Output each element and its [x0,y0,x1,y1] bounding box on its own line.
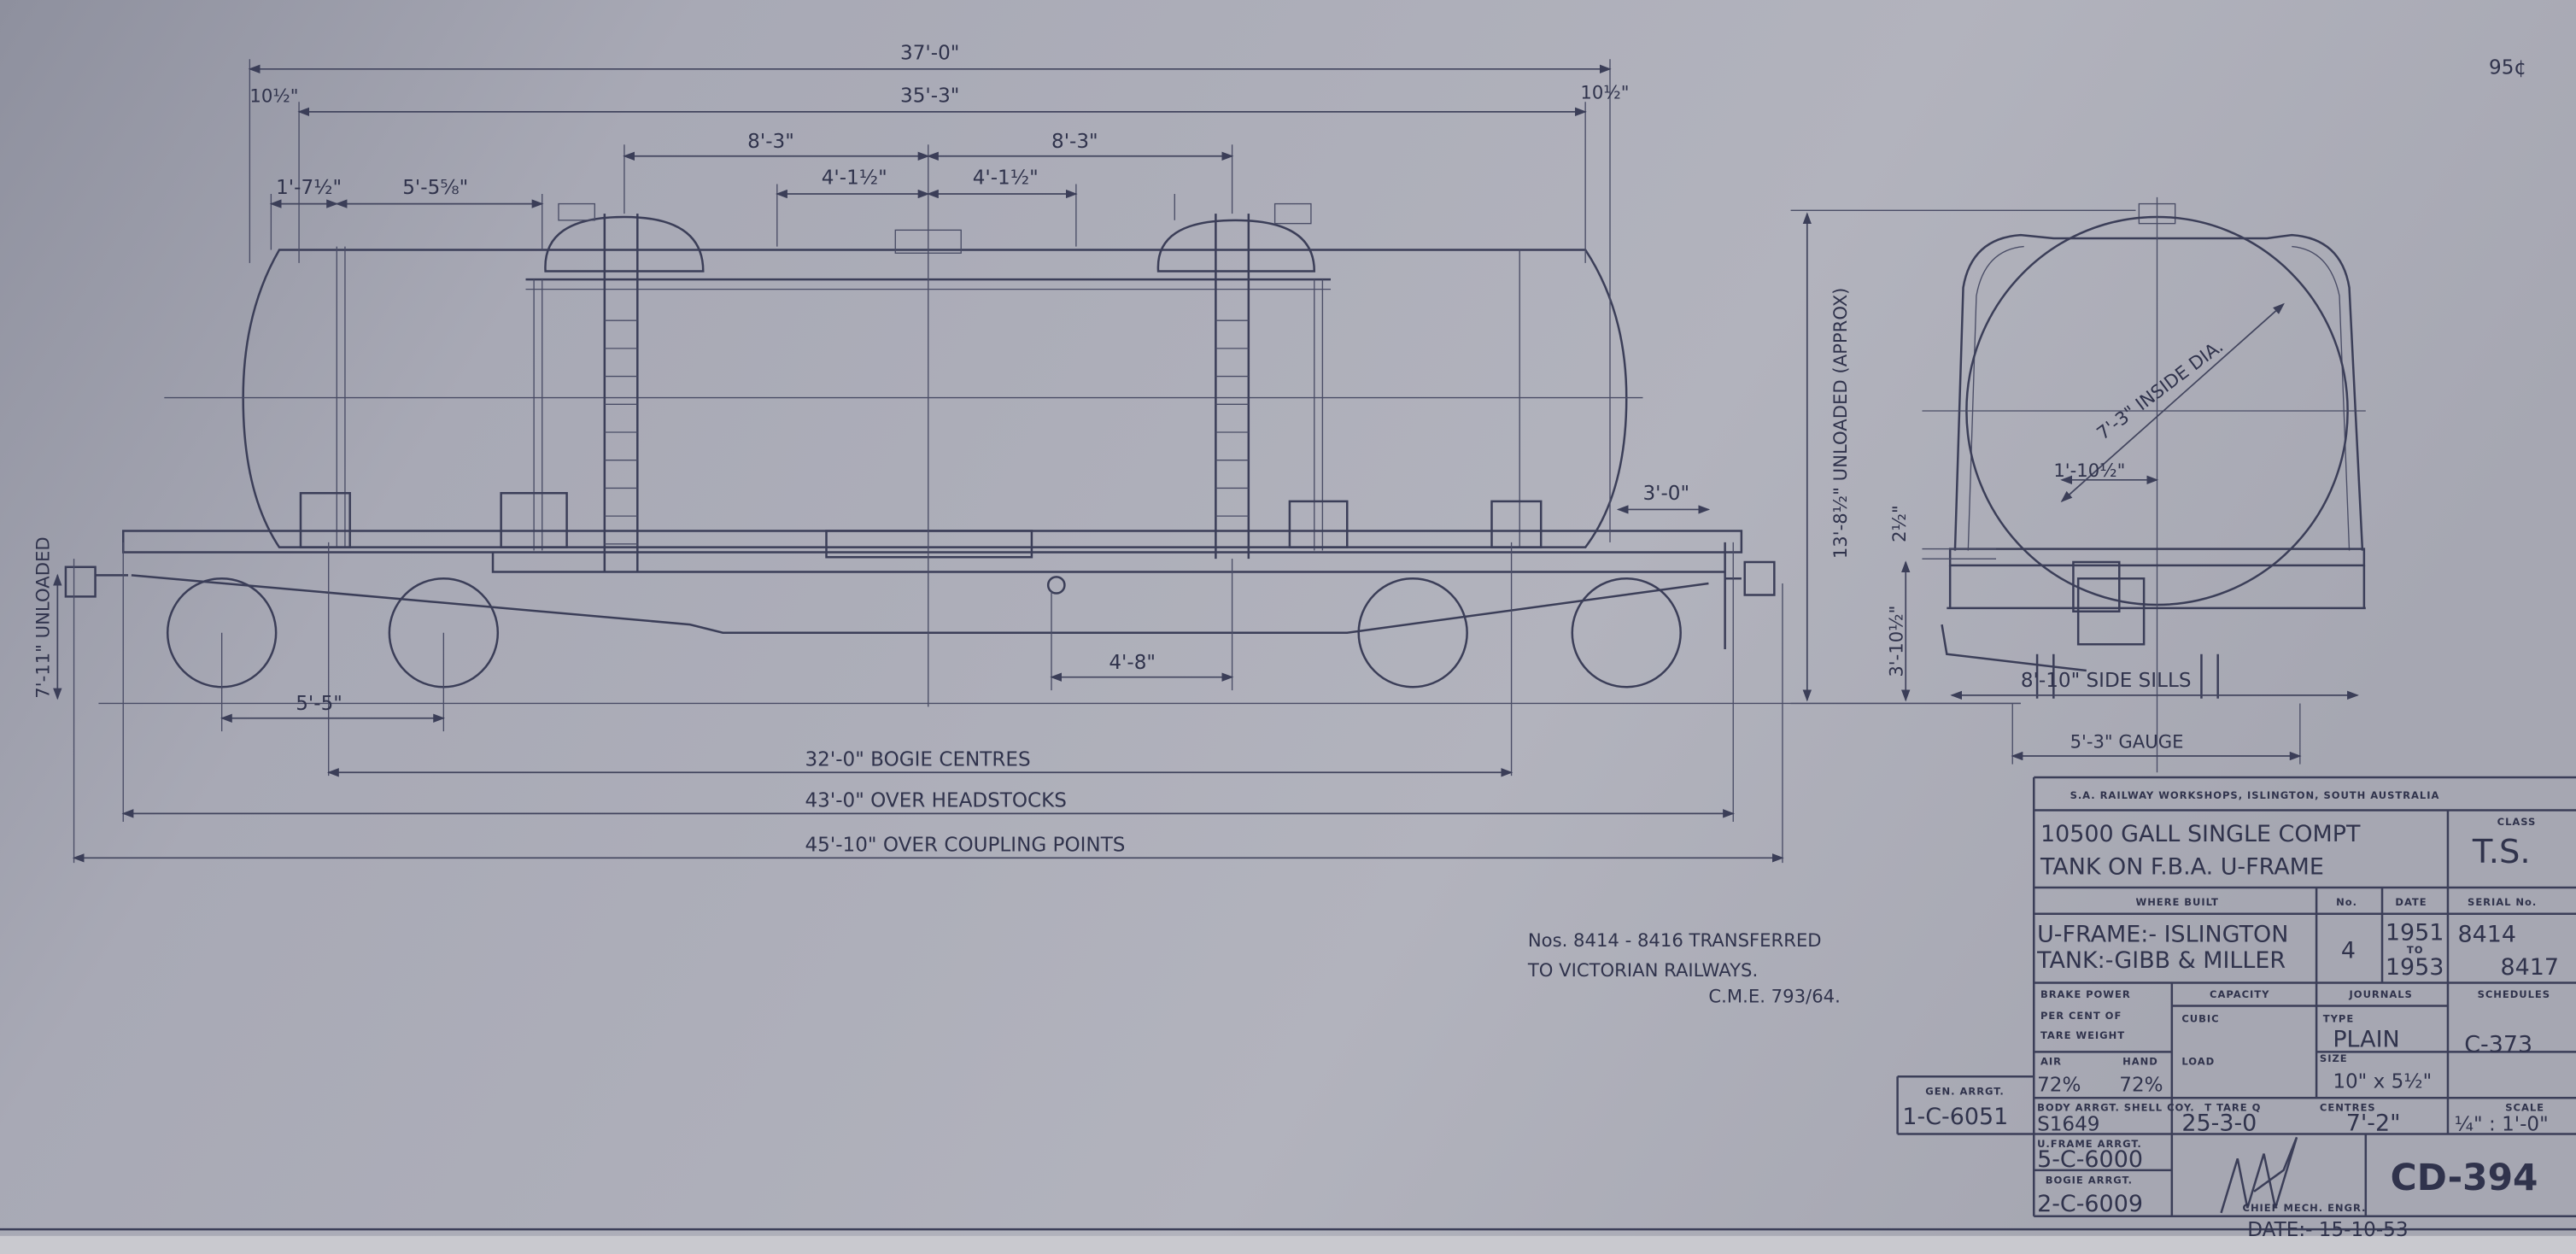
drawing-label: JOURNALS [2349,988,2413,1000]
dim-bogie-centres: 32'-0" BOGIE CENTRES [805,749,1031,771]
where-built-tank: TANK:-GIBB & MILLER [2036,947,2286,974]
drawing-label: C.M.E. 793/64. [1708,986,1840,1007]
drawing-label: BOGIE ARRGT. [2046,1174,2133,1186]
drawing-label: T TARE Q [2204,1102,2261,1114]
drawing-label: CLASS [2497,816,2537,828]
wheel [1357,577,1468,689]
dim-centre-offset: 4'-8" [1109,652,1156,674]
dim-side-sills: 8'-10" SIDE SILLS [2021,670,2192,692]
drawing-label: SCALE [2505,1102,2544,1114]
where-built-uframe: U-FRAME:- ISLINGTON [2037,921,2288,947]
side-view: 37'-0" 35'-3" 10½" 10½" 8'-3" 8'-3" 4'-1… [32,42,2021,864]
sheet-mark: 95¢ [2489,57,2526,79]
drawing-label: TO VICTORIAN RAILWAYS. [1527,959,1758,981]
drawing-label: 1951 [2386,920,2444,946]
dim-over-coupling: 45'-10" OVER COUPLING POINTS [805,835,1126,857]
drawing-label: U.FRAME ARRGT. [2037,1138,2142,1150]
drawing-label: BODY ARRGT. SHELL COY. [2037,1102,2195,1114]
tare-value: 25-3-0 [2181,1110,2257,1137]
dim-band-2: 5'-5⅝" [402,177,468,199]
drawing-label: SERIAL No. [2468,896,2537,908]
drawing-date: DATE:- 15-10-53 [2247,1219,2408,1241]
dim-gauge: 5'-3" GAUGE [2070,730,2184,752]
dome-right [1156,219,1316,272]
title-block: S.A. RAILWAY WORKSHOPS, ISLINGTON, SOUTH… [1896,776,2576,1241]
drawing-label: CHIEF MECH. ENGR. [2243,1202,2367,1214]
dim-overall-tank: 37'-0" [900,42,959,64]
air-brake-value: 72% [2037,1075,2081,1097]
dim-tank-barrel: 35'-3" [900,85,959,107]
dim-clearance: 2½" [1888,505,1910,542]
drawing-label: BRAKE POWER [2040,988,2131,1000]
drawing-label: TARE WEIGHT [2040,1029,2125,1041]
dim-outlet-offset: 1'-10½" [2053,460,2125,481]
schedule-value: C-373 [2464,1031,2532,1058]
dim-dome-spacing-left: 8'-3" [747,131,794,153]
journal-type: PLAIN [2333,1027,2399,1053]
drawing-title-2: TANK ON F.B.A. U-FRAME [2040,854,2324,881]
drawing-label: CENTRES [2320,1102,2376,1114]
org-name: S.A. RAILWAY WORKSHOPS, ISLINGTON, SOUTH… [2070,789,2440,801]
drawing-label: CAPACITY [2210,988,2269,1000]
drawing-label: GEN. ARRGT. [1925,1085,2004,1097]
class-value: T.S. [2472,833,2531,871]
uframe-arrg-value: 5-C-6000 [2037,1146,2143,1173]
tank-barrel [242,249,1628,548]
centres-value: 7'-2" [2346,1110,2401,1137]
drawing-label: WHERE BUILT [2136,896,2219,908]
dim-step: 3'-0" [1642,483,1689,505]
hand-brake-value: 72% [2119,1075,2163,1097]
scale-value: ¼" : 1'-0" [2455,1114,2549,1136]
drawing-label: LOAD [2181,1056,2215,1068]
drawing-label: 8414 [2458,921,2517,947]
drawing-label: PER CENT OF [2040,1010,2122,1022]
wheel [1571,577,1682,689]
number-built: 4 [2341,938,2356,964]
dome-left [544,215,705,272]
dim-over-headstocks: 43'-0" OVER HEADSTOCKS [805,790,1067,812]
drawing-label: CUBIC [2181,1013,2219,1025]
bogie-arrg-value: 2-C-6009 [2037,1191,2143,1217]
drawing-number: CD-394 [2391,1157,2538,1198]
drawing-label: SIZE [2320,1052,2348,1064]
drawing-label: TO [2407,944,2424,956]
drawing-label: AIR [2040,1056,2062,1068]
body-arrg-value: S1649 [2037,1114,2099,1136]
drawing-label: 8417 [2501,954,2560,981]
ladder-left [603,214,639,572]
journal-size: 10" x 5½" [2333,1071,2432,1093]
drawing-label: No. [2336,896,2357,908]
dim-end-right: 10½" [1580,81,1629,103]
dim-fitting-right: 4'-1½" [973,167,1039,189]
drawing-label: TYPE [2323,1013,2354,1025]
drawing-label: HAND [2122,1056,2158,1068]
drawing-label: SCHEDULES [2478,988,2550,1000]
ladder-right [1215,214,1250,560]
dim-dome-spacing-right: 8'-3" [1051,131,1098,153]
dim-fitting-left: 4'-1½" [822,167,887,189]
drawing-label: Nos. 8414 - 8416 TRANSFERRED [1528,929,1822,951]
dim-end-left: 10½" [249,85,298,106]
dim-coupler-height: 7'-11" UNLOADED [32,536,54,698]
dim-frame-height: 3'-10½" [1885,606,1906,677]
drawing-label: DATE [2395,896,2427,908]
drawing-label: 1953 [2386,954,2444,981]
dim-band-1: 1'-7½" [276,177,342,199]
transfer-note: Nos. 8414 - 8416 TRANSFERRED TO VICTORIA… [1527,929,1841,1006]
dim-overall-height: 13'-8½" UNLOADED (APPROX) [1830,288,1851,560]
gen-arrg-value: 1-C-6051 [1902,1104,2008,1130]
dim-wheelbase: 5'-5" [296,693,342,715]
drawing-title-1: 10500 GALL SINGLE COMPT [2040,821,2361,847]
engineer-signature [2220,1136,2298,1214]
